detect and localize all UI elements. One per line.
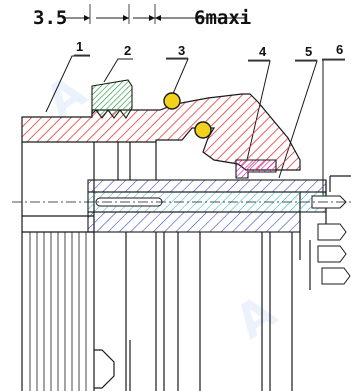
lower-body <box>12 201 351 391</box>
dimension-line: 3.5 6maxi <box>33 4 251 29</box>
part-3-orings <box>163 92 212 139</box>
dimension-label-right: 6maxi <box>194 7 251 29</box>
callout-5: 5 <box>305 44 312 59</box>
dimension-label-left: 3.5 <box>33 7 67 29</box>
part-5-insert <box>87 179 327 260</box>
callout-1: 1 <box>76 39 83 54</box>
callout-6: 6 <box>336 42 343 57</box>
part-2-nut <box>91 79 133 119</box>
part-4-retainer <box>235 159 277 179</box>
callout-2: 2 <box>124 43 131 58</box>
callout-3: 3 <box>178 43 185 58</box>
callout-4: 4 <box>259 44 267 59</box>
part-6-rear <box>309 175 351 290</box>
svg-text:A: A <box>225 284 285 349</box>
callouts: 1 2 3 4 5 6 <box>45 39 345 200</box>
thread-lines <box>29 232 87 391</box>
